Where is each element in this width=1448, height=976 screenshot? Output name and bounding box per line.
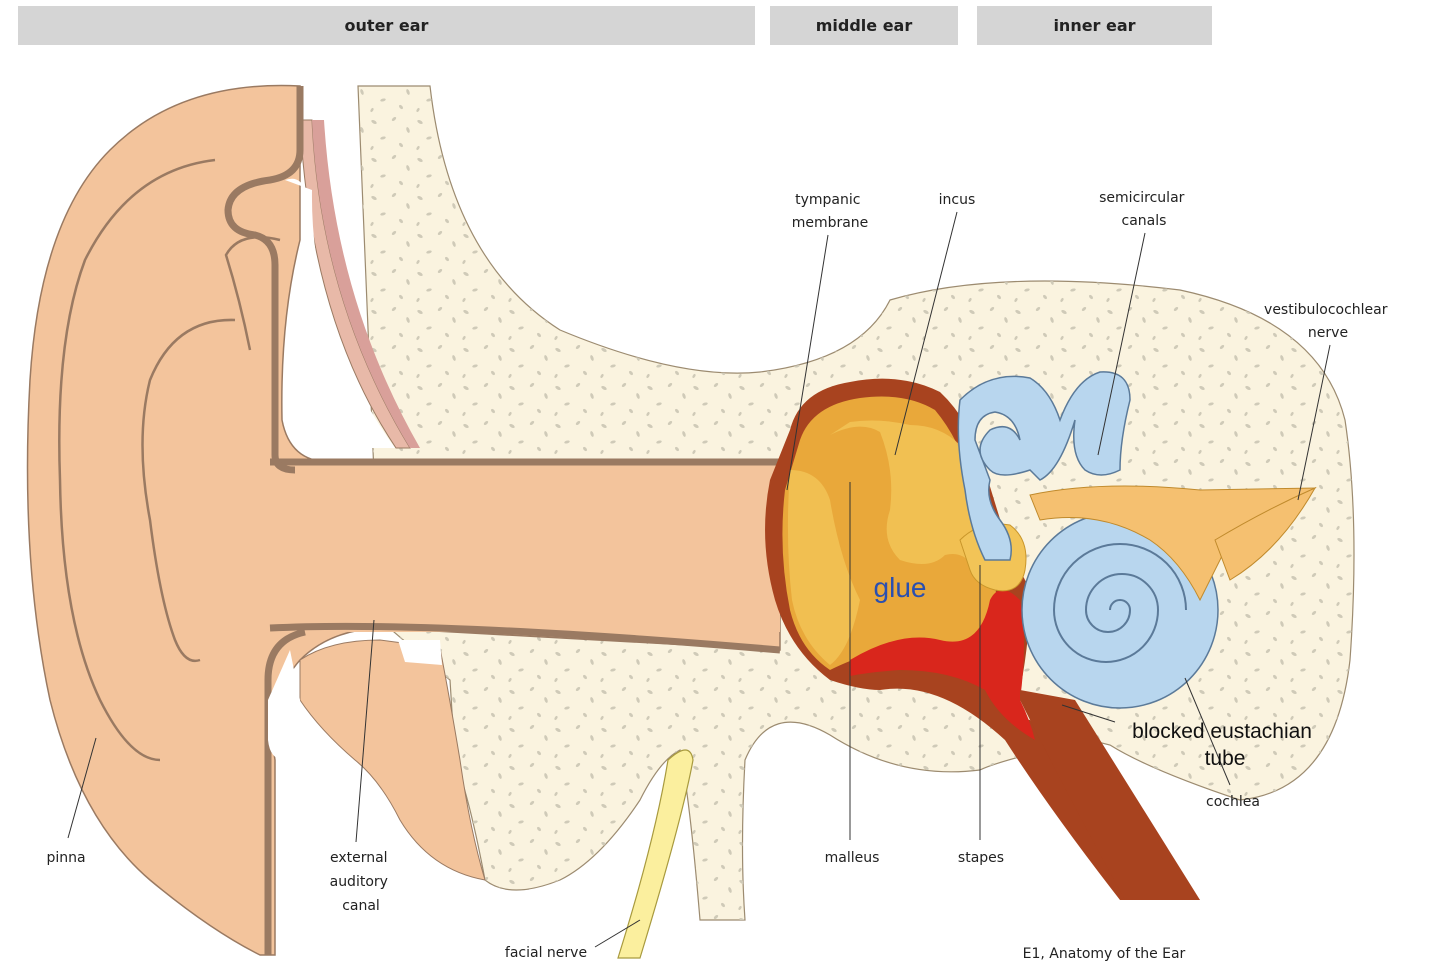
- external-auditory-canal-label-line3: canal: [342, 898, 380, 914]
- tympanic-membrane-label-line2: membrane: [792, 215, 869, 231]
- glue-label: glue: [874, 572, 927, 603]
- external-auditory-canal-label-line2: auditory: [330, 874, 388, 890]
- middle-ear-header: middle ear: [770, 6, 958, 45]
- tympanic-membrane-label: tympanic membrane: [792, 192, 869, 231]
- inner-ear-header: inner ear: [977, 6, 1212, 45]
- outer-ear-header: outer ear: [18, 6, 755, 45]
- blocked-eustachian-tube-label-line2: tube: [1205, 747, 1246, 770]
- vestibulocochlear-nerve-leader: [1297, 344, 1331, 501]
- semicircular-canals: [957, 371, 1131, 561]
- incus-label: incus: [939, 192, 976, 208]
- eustachian-tube-leader: [1061, 704, 1116, 723]
- external-auditory-canal-label-line1: external: [330, 850, 388, 866]
- middle-ear-header-label: middle ear: [815, 16, 913, 35]
- facial-nerve-label: facial nerve: [505, 945, 587, 961]
- facial-nerve-leader: [594, 919, 641, 948]
- tympanic-membrane-label-line1: tympanic: [795, 192, 860, 208]
- incus-leader: [894, 211, 958, 456]
- external-auditory-canal: [224, 86, 781, 955]
- facial-nerve: [617, 749, 694, 959]
- cochlea-leader: [1184, 677, 1231, 786]
- malleus-label: malleus: [825, 850, 880, 866]
- semicircular-canals-leader: [1097, 232, 1146, 456]
- blocked-eustachian-tube-label: blocked eustachian tube: [1132, 720, 1318, 770]
- pinna-leader: [67, 737, 97, 839]
- cochlea-label: cochlea: [1206, 794, 1260, 810]
- leader-lines: [67, 211, 1331, 948]
- inner-ear-header-label: inner ear: [1053, 16, 1136, 35]
- semicircular-canals-label-line1: semicircular: [1099, 190, 1185, 206]
- canal-wall-layers: [299, 119, 420, 449]
- external-auditory-canal-leader: [355, 619, 375, 843]
- blocked-eustachian-tube-label-line1: blocked eustachian: [1132, 720, 1312, 743]
- vestibulocochlear-nerve-label-line1: vestibulocochlear: [1264, 302, 1388, 318]
- semicircular-canals-label-line2: canals: [1122, 213, 1167, 229]
- vestibulocochlear-nerve-label-line2: nerve: [1308, 325, 1348, 341]
- outer-ear-header-label: outer ear: [344, 16, 429, 35]
- semicircular-canals-label: semicircular canals: [1099, 190, 1189, 229]
- external-auditory-canal-label: external auditory canal: [330, 850, 393, 914]
- stapes-label: stapes: [958, 850, 1004, 866]
- tympanic-membrane-leader: [786, 234, 829, 491]
- vestibulocochlear-nerve: [1029, 485, 1317, 602]
- figure-caption: E1, Anatomy of the Ear: [1023, 946, 1186, 962]
- pinna-label: pinna: [46, 850, 85, 866]
- eustachian-tube: [1020, 690, 1200, 900]
- vestibulocochlear-nerve-label: vestibulocochlear nerve: [1264, 302, 1392, 341]
